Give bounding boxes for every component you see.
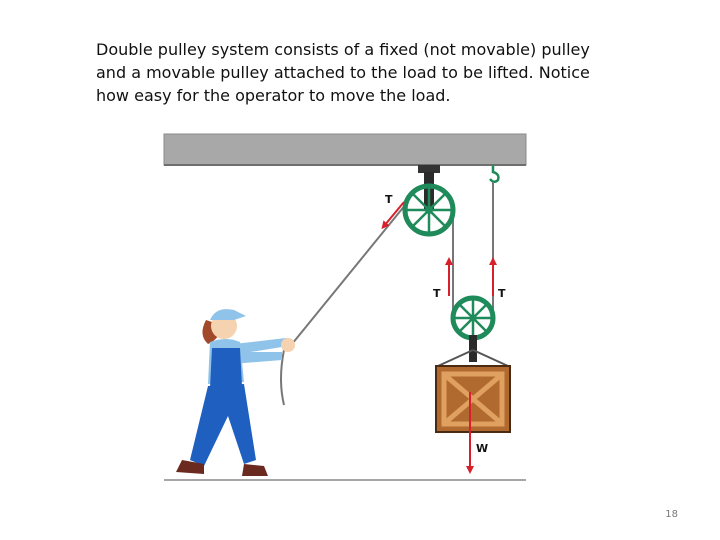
caption-line-3: how easy for the operator to move the lo… bbox=[96, 86, 451, 105]
operator-hands bbox=[281, 338, 295, 352]
tension-arrow-rope bbox=[381, 201, 405, 230]
fixed-pulley-bracket bbox=[418, 165, 440, 173]
movable-pulley-hanger bbox=[469, 335, 477, 362]
caption-line-1: Double pulley system consists of a fixed… bbox=[96, 40, 590, 59]
operator-overalls-bib bbox=[210, 348, 242, 388]
pull-rope bbox=[291, 203, 407, 345]
ceiling-beam bbox=[163, 133, 527, 166]
fixed-pulley bbox=[402, 183, 456, 237]
label-tension-right: T bbox=[498, 287, 506, 300]
caption-line-2: and a movable pulley attached to the loa… bbox=[96, 63, 590, 82]
sling-left bbox=[437, 349, 474, 367]
operator-cap bbox=[210, 309, 246, 320]
operator-shoe-right bbox=[242, 464, 268, 476]
operator-arm-lower bbox=[230, 352, 282, 364]
operator-overalls-legs bbox=[190, 384, 256, 466]
page-number: 18 bbox=[665, 509, 678, 520]
caption: Double pulley system consists of a fixed… bbox=[96, 38, 676, 107]
pull-rope-slack bbox=[280, 349, 285, 406]
operator-figure bbox=[176, 309, 295, 476]
ceiling-hook bbox=[489, 165, 500, 183]
label-tension-left: T bbox=[433, 287, 441, 300]
movable-pulley bbox=[450, 295, 496, 341]
label-weight: W bbox=[476, 442, 488, 455]
label-tension-rope: T bbox=[385, 193, 393, 206]
sling-right bbox=[472, 349, 509, 367]
pulley-diagram: T T T W bbox=[163, 133, 527, 481]
operator-shoe-left bbox=[176, 460, 204, 474]
operator-arm-upper bbox=[234, 338, 288, 354]
load-crate bbox=[435, 365, 511, 433]
